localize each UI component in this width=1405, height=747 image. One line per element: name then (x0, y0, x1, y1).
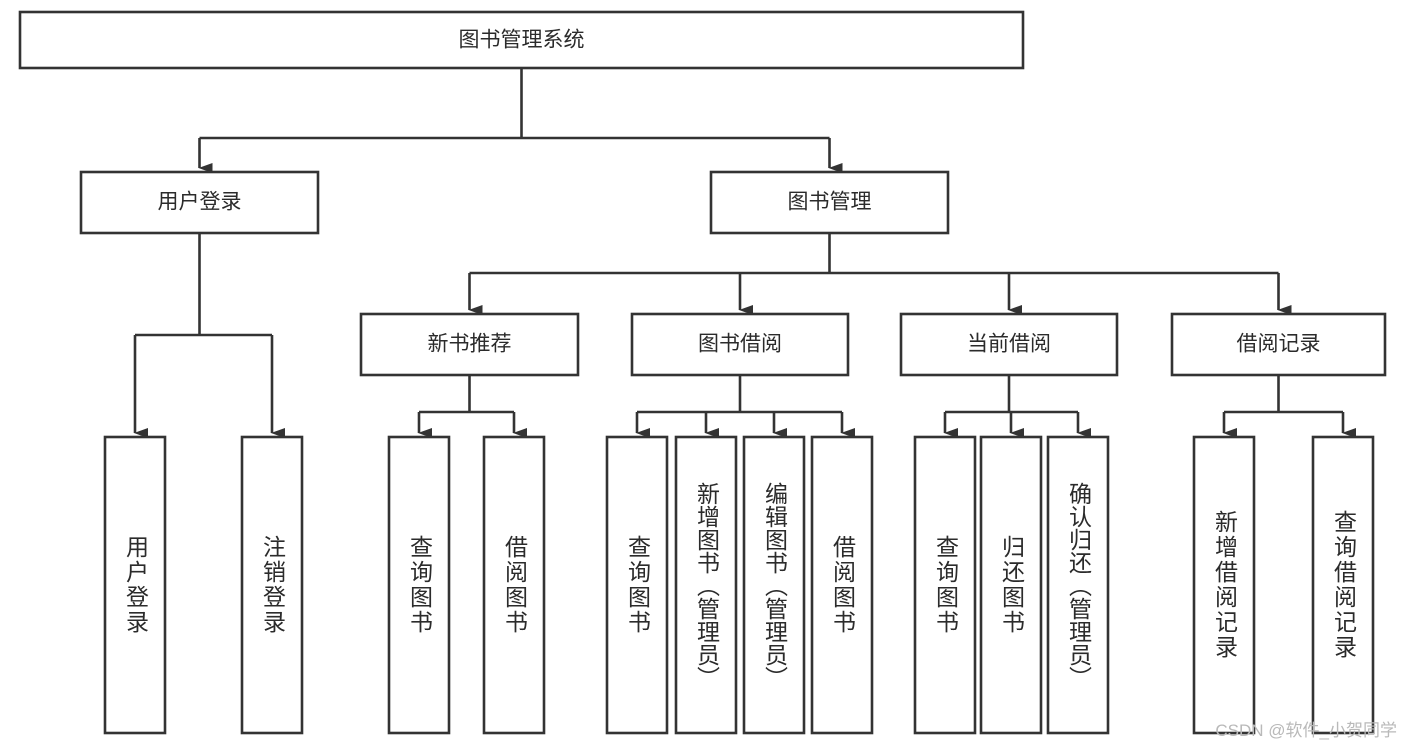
node-new-book-recommend[interactable]: 新书推荐 (359, 312, 580, 377)
node-book-borrow-label: 图书借阅 (698, 333, 782, 356)
leaf-box-add-book[interactable] (674, 435, 738, 735)
node-new-book-recommend-label: 新书推荐 (428, 333, 512, 356)
node-user-login[interactable]: 用户登录 (79, 170, 320, 235)
leaf-box-query-book-2[interactable] (605, 435, 669, 735)
node-book-borrow-box[interactable] (630, 312, 850, 377)
leaf-box-return-book[interactable] (979, 435, 1043, 735)
node-book-management-box[interactable] (709, 170, 950, 235)
node-book-management[interactable]: 图书管理 (709, 170, 950, 235)
leaf-box-layer (103, 435, 1375, 735)
leaf-box-query-record[interactable] (1311, 435, 1375, 735)
node-root-label: 图书管理系统 (459, 29, 585, 52)
node-book-borrow[interactable]: 图书借阅 (630, 312, 850, 377)
node-root-box[interactable] (18, 10, 1025, 70)
watermark-text: CSDN @软件_小贺同学 (1215, 721, 1397, 740)
leaf-box-edit-book[interactable] (742, 435, 806, 735)
leaf-box-user-login[interactable] (103, 435, 167, 735)
leaf-box-query-book-3[interactable] (913, 435, 977, 735)
node-current-borrow-label: 当前借阅 (967, 333, 1051, 356)
node-user-login-box[interactable] (79, 170, 320, 235)
node-root[interactable]: 图书管理系统 (18, 10, 1025, 70)
leaf-box-logout[interactable] (240, 435, 304, 735)
leaf-box-add-record[interactable] (1192, 435, 1256, 735)
node-borrow-records[interactable]: 借阅记录 (1170, 312, 1387, 377)
node-user-login-label: 用户登录 (158, 191, 242, 214)
leaf-box-borrow-book-1[interactable] (482, 435, 546, 735)
connector-layer (133, 68, 1356, 438)
node-borrow-records-label: 借阅记录 (1237, 333, 1321, 356)
node-current-borrow[interactable]: 当前借阅 (899, 312, 1119, 377)
node-book-management-label: 图书管理 (788, 191, 872, 214)
node-borrow-records-box[interactable] (1170, 312, 1387, 377)
leaf-box-borrow-book-2[interactable] (810, 435, 874, 735)
node-current-borrow-box[interactable] (899, 312, 1119, 377)
leaf-box-query-book-1[interactable] (387, 435, 451, 735)
node-new-book-recommend-box[interactable] (359, 312, 580, 377)
leaf-box-confirm-return[interactable] (1046, 435, 1110, 735)
